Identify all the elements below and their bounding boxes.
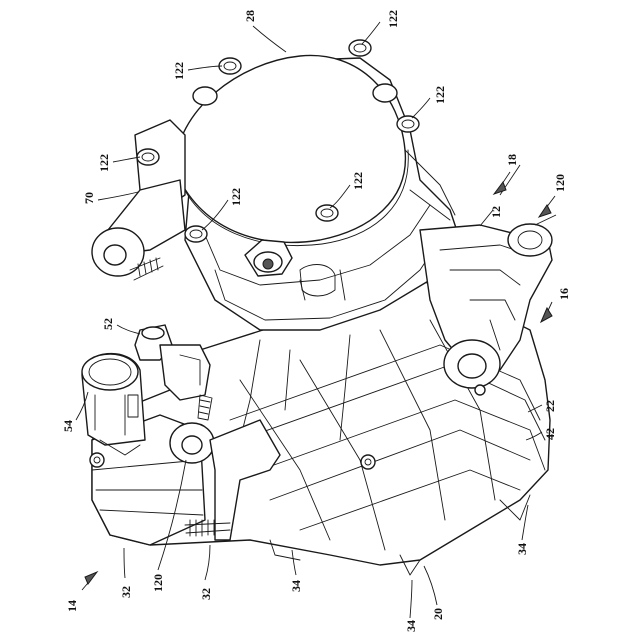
label-18: 18	[505, 154, 519, 166]
bolt-ul	[219, 58, 241, 74]
label-120-right: 120	[553, 174, 567, 192]
label-122-center: 122	[351, 172, 365, 190]
label-16: 16	[557, 288, 571, 300]
label-54: 54	[61, 420, 75, 432]
label-32-a: 32	[119, 586, 133, 598]
bolt-left	[137, 149, 159, 165]
cover-28-disc	[175, 55, 405, 242]
label-34-right: 34	[515, 543, 529, 555]
label-122-mid: 122	[229, 188, 243, 206]
bolt-top	[349, 40, 371, 56]
label-32-b: 32	[199, 588, 213, 600]
label-120-bottom: 120	[151, 574, 165, 592]
connector-52	[135, 325, 210, 400]
label-20: 20	[431, 608, 445, 620]
label-122-top: 122	[386, 10, 400, 28]
label-122-ul: 122	[172, 62, 186, 80]
label-22: 22	[543, 400, 557, 412]
upper-arm-70	[92, 120, 185, 280]
label-28: 28	[243, 10, 257, 22]
label-42: 42	[543, 428, 557, 440]
label-12: 12	[489, 206, 503, 218]
label-70: 70	[82, 192, 96, 204]
label-14: 14	[65, 600, 79, 612]
label-122-left: 122	[97, 154, 111, 172]
bolt-center	[316, 205, 338, 221]
label-52: 52	[101, 318, 115, 330]
label-34-bottom-2: 34	[404, 620, 418, 632]
label-34-bottom: 34	[289, 580, 303, 592]
label-122-r: 122	[433, 86, 447, 104]
bolt-r	[397, 116, 419, 132]
